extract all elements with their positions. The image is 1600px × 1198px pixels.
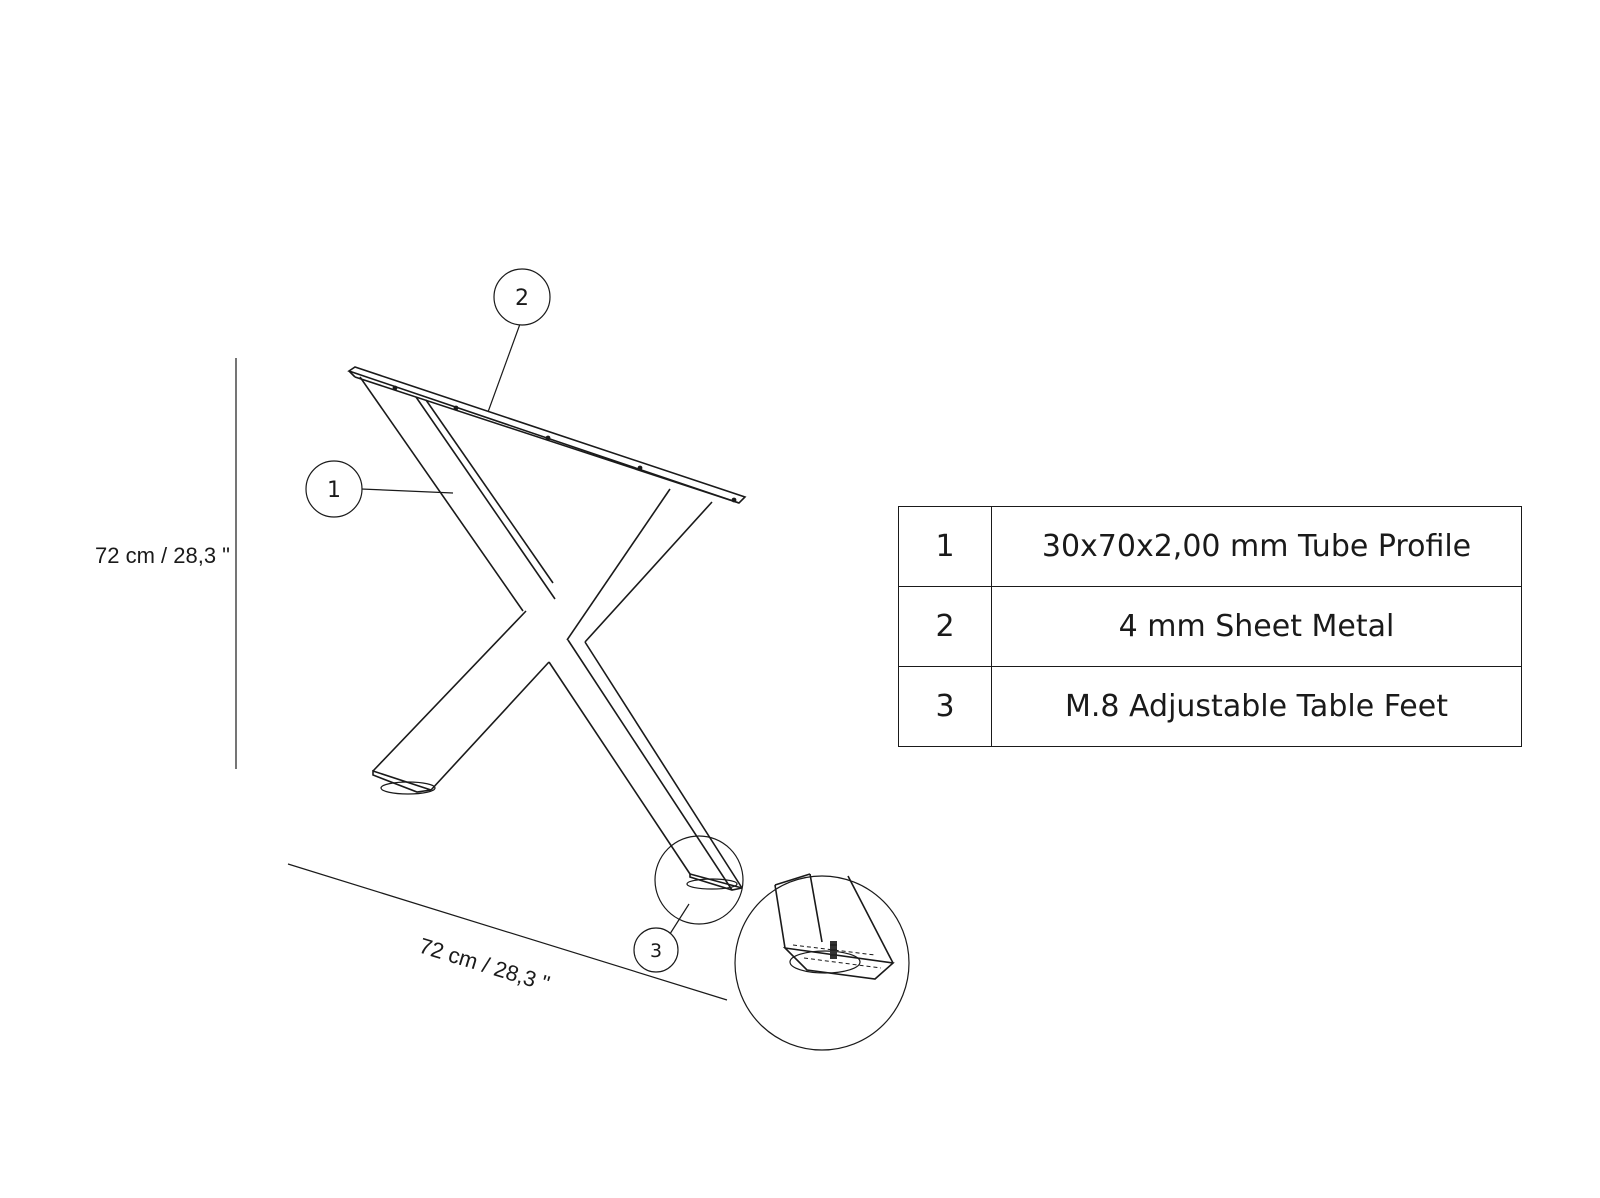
table-row: 3 M.8 Adjustable Table Feet — [898, 666, 1522, 747]
svg-text:3: 3 — [650, 940, 662, 962]
mounting-hole — [637, 465, 643, 471]
parts-table: 1 30x70x2,00 mm Tube Profile 2 4 mm Shee… — [898, 506, 1522, 747]
mounting-hole — [453, 405, 459, 411]
mounting-hole — [392, 385, 398, 391]
detail-marker-circle — [654, 835, 744, 925]
table-row: 1 30x70x2,00 mm Tube Profile — [898, 506, 1522, 587]
part-description: 4 mm Sheet Metal — [991, 586, 1522, 667]
mounting-hole — [545, 435, 551, 441]
mounting-hole — [731, 497, 737, 503]
part-number: 2 — [898, 586, 992, 667]
svg-text:72 cm / 28,3 ": 72 cm / 28,3 " — [416, 933, 552, 996]
part-description: M.8 Adjustable Table Feet — [991, 666, 1522, 747]
part-number: 1 — [898, 506, 992, 587]
height-dimension: 72 cm / 28,3 " — [95, 358, 237, 769]
part-number: 3 — [898, 666, 992, 747]
foot-detail-view — [734, 873, 910, 1051]
part-description: 30x70x2,00 mm Tube Profile — [991, 506, 1522, 587]
svg-text:72 cm / 28,3 ": 72 cm / 28,3 " — [95, 543, 230, 568]
x-frame-tube — [359, 376, 743, 891]
mounting-plate — [347, 366, 747, 504]
svg-text:1: 1 — [327, 478, 341, 503]
callout-2: 2 — [493, 268, 551, 326]
table-row: 2 4 mm Sheet Metal — [898, 586, 1522, 667]
svg-text:2: 2 — [515, 286, 529, 311]
callout-leaders — [360, 323, 690, 938]
callout-3: 3 — [633, 927, 679, 973]
callout-1: 1 — [305, 460, 363, 518]
